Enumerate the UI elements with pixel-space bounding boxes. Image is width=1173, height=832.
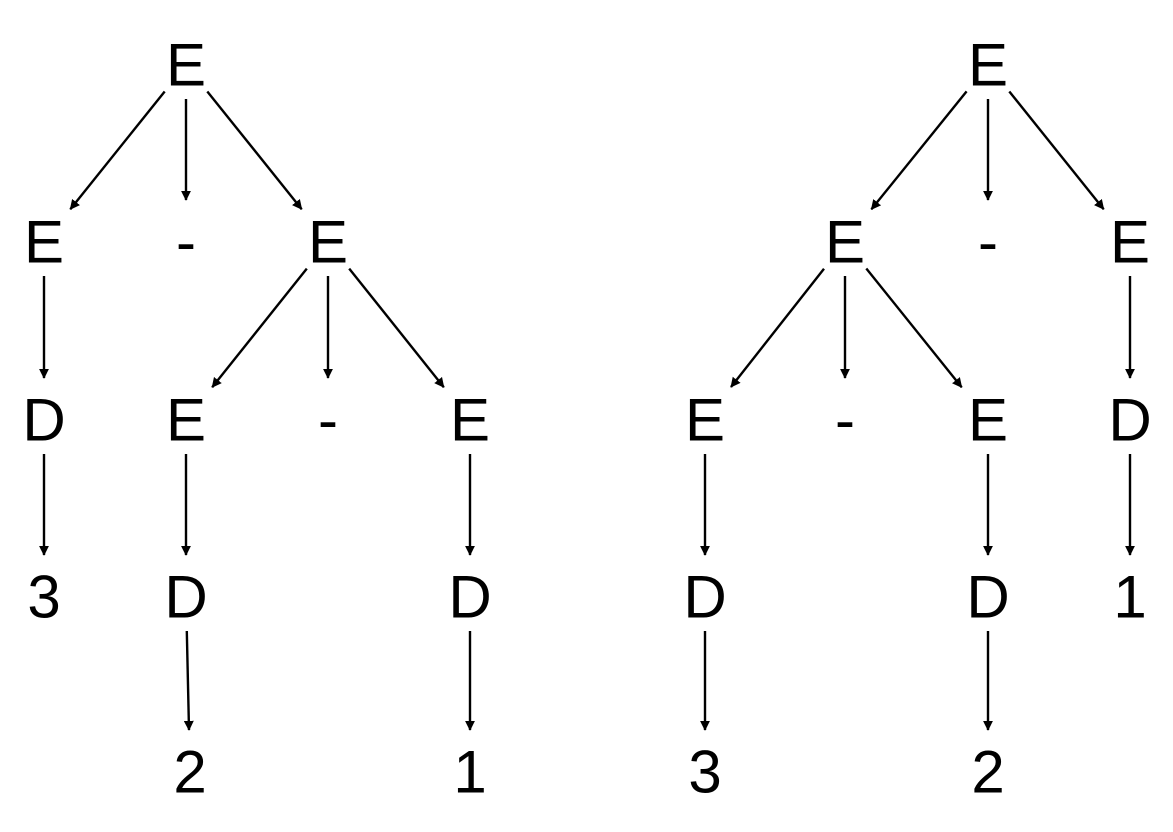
left-parse-tree-node-M1: -	[176, 209, 196, 276]
left-parse-tree-node-D2: D	[164, 564, 207, 631]
right-parse-tree-node-N3: 3	[688, 739, 721, 806]
left-parse-tree-node-N1: 1	[453, 739, 486, 806]
left-parse-tree-node-E3: E	[166, 387, 206, 454]
left-parse-tree-node-E1: E	[24, 209, 64, 276]
left-parse-tree-node-N3: 3	[27, 564, 60, 631]
right-parse-tree-node-N2: 2	[971, 739, 1004, 806]
right-parse-tree-node-N1: 1	[1113, 564, 1146, 631]
right-parse-tree-node-M2: -	[835, 387, 855, 454]
right-parse-tree-node-E0: E	[968, 32, 1008, 99]
right-parse-tree-edge-E1-E3	[730, 267, 825, 388]
nodes-layer: E E - E D E - E 3 D D 2 1 E E - E E - E D D D 1 3 2	[22, 32, 1151, 806]
left-parse-tree-node-E2: E	[308, 209, 348, 276]
right-parse-tree-edge-E0-E2	[1008, 90, 1105, 210]
left-parse-tree-edge-E2-E3	[211, 267, 308, 388]
left-parse-tree-edge-E0-E1	[69, 90, 166, 210]
left-parse-tree-edge-D2-N2	[183, 630, 194, 731]
left-parse-tree-node-D1: D	[22, 387, 65, 454]
right-parse-tree-edge-E0-E1	[870, 90, 968, 211]
right-parse-tree-node-D3: D	[966, 564, 1009, 631]
right-parse-tree-node-D2: D	[683, 564, 726, 631]
left-parse-tree-node-D3: D	[448, 564, 491, 631]
right-parse-tree-node-E2: E	[1110, 209, 1150, 276]
left-parse-tree-edge-E0-E2	[206, 90, 303, 210]
left-parse-tree-node-E4: E	[450, 387, 490, 454]
edges-layer	[39, 90, 1135, 731]
right-parse-tree-node-E3: E	[685, 387, 725, 454]
right-parse-tree-node-E1: E	[825, 209, 865, 276]
right-parse-tree-node-E4: E	[968, 387, 1008, 454]
left-parse-tree-node-M2: -	[318, 387, 338, 454]
left-parse-tree-node-N2: 2	[173, 739, 206, 806]
left-parse-tree-node-E0: E	[166, 32, 206, 99]
right-parse-tree-node-D1: D	[1108, 387, 1151, 454]
left-parse-tree-edge-E2-E4	[348, 267, 445, 388]
right-parse-tree-edge-E1-E4	[865, 267, 963, 389]
right-parse-tree-node-M1: -	[978, 209, 998, 276]
